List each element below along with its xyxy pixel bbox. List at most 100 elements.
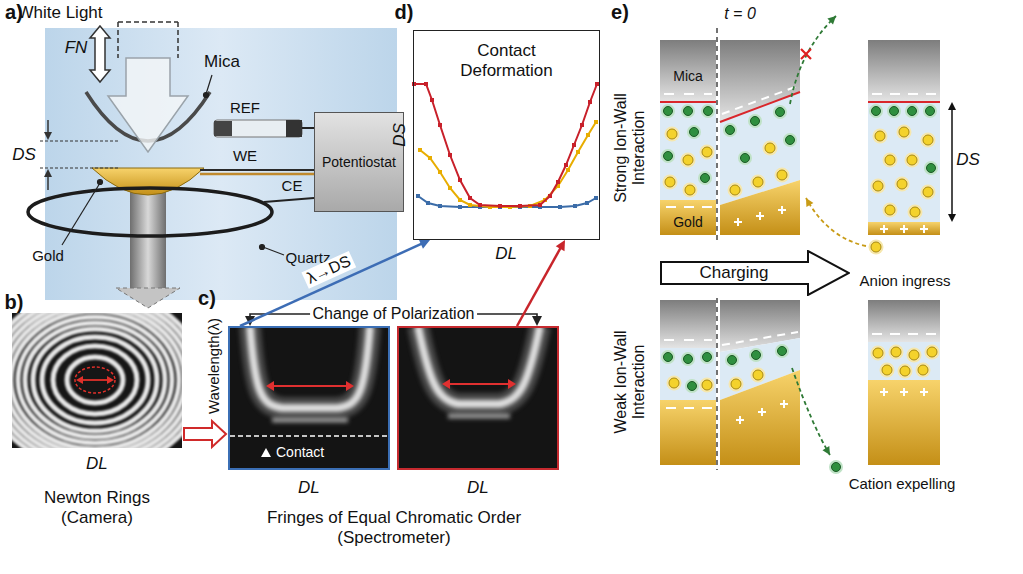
ion-schematic — [720, 370, 800, 465]
leader-line — [98, 180, 103, 185]
ion-schematic — [898, 364, 913, 379]
force-label: FN — [65, 38, 88, 58]
reference-electrode — [214, 120, 314, 137]
ion-schematic — [660, 102, 716, 200]
feco-image — [250, 326, 370, 408]
ion-schematic — [801, 49, 811, 59]
feco-image — [508, 379, 516, 389]
arrow-head — [419, 240, 430, 249]
plot-frame: Contact Deformation — [413, 30, 600, 240]
ion-schematic — [775, 344, 789, 358]
ion-schematic — [889, 345, 904, 360]
feco-image — [397, 326, 559, 470]
ion-schematic — [660, 348, 716, 400]
ion-schematic — [725, 353, 739, 367]
ion-schematic — [868, 101, 940, 103]
ion-schematic — [756, 212, 764, 220]
ion-schematic — [698, 171, 712, 185]
leader-line — [263, 247, 284, 255]
axis-label: DS — [390, 123, 410, 147]
ion-schematic — [734, 218, 742, 226]
panel-letter: c) — [198, 287, 216, 310]
process-label: Anion ingress — [860, 272, 951, 289]
ion-schematic — [790, 16, 836, 104]
force-arrow — [90, 26, 110, 82]
plot-title: Contact Deformation — [447, 41, 567, 80]
ion-schematic — [883, 153, 898, 168]
ion-schematic — [871, 179, 886, 194]
leader-line — [260, 245, 265, 250]
ion-schematic — [701, 104, 715, 118]
feco-image — [273, 385, 347, 387]
axis-label: DL — [298, 478, 320, 498]
arrow-head — [556, 240, 565, 251]
feco-image — [250, 326, 370, 408]
leader-line — [62, 183, 100, 245]
light-beam — [118, 22, 178, 58]
ion-schematic — [806, 198, 866, 246]
part-label: Gold — [32, 247, 64, 264]
panel-letter: b) — [5, 291, 24, 314]
ion-schematic — [681, 153, 696, 168]
deformation-curves — [414, 84, 597, 206]
ion-schematic — [873, 129, 888, 144]
leader-line — [62, 75, 284, 255]
panel-letter: d) — [395, 1, 414, 24]
ion-schematic — [868, 300, 940, 342]
ion-schematic — [868, 102, 940, 222]
leader-line — [204, 93, 209, 98]
working-electrode-wire — [200, 170, 314, 174]
ion-schematic — [900, 388, 908, 396]
process-label: Charging — [660, 263, 808, 283]
newton-rings — [107, 376, 114, 384]
edge-label: Change of Polarization — [310, 305, 478, 323]
newton-rings — [12, 313, 182, 448]
newton-rings — [53, 346, 137, 414]
time-line — [716, 28, 718, 470]
ion-schematic — [900, 225, 908, 233]
ion-schematic — [872, 333, 936, 335]
distance-arrow — [948, 214, 956, 222]
arrow-head — [532, 316, 542, 326]
axis-label: DL — [467, 478, 489, 498]
ion-schematic — [829, 460, 843, 474]
hollow-arrow — [184, 421, 226, 447]
feco-image — [250, 326, 370, 420]
quartz-rod — [130, 188, 166, 288]
electrode-label: WE — [233, 147, 257, 164]
ion-schematic — [868, 222, 940, 235]
ion-schematic — [923, 104, 937, 118]
ion-schematic — [660, 200, 716, 235]
caption: Newton Rings (Camera) — [32, 488, 162, 527]
spectrometer-image: DL — [397, 326, 559, 470]
newton-rings — [76, 376, 83, 384]
ion-schematic — [729, 377, 744, 392]
ion-schematic — [905, 104, 919, 118]
ion-schematic — [869, 104, 883, 118]
ion-schematic — [921, 185, 936, 200]
newton-rings — [12, 313, 182, 448]
ion-schematic — [664, 340, 712, 408]
ion-schematic — [661, 104, 675, 118]
axis-label: DL — [495, 244, 517, 264]
ion-schematic — [758, 408, 766, 416]
feco-image — [418, 326, 540, 404]
ion-schematic — [823, 446, 831, 455]
ion-schematic — [663, 175, 678, 190]
ion-schematic — [681, 352, 695, 366]
ion-schematic — [920, 388, 928, 396]
ion-schematic — [908, 205, 923, 220]
reference-electrode — [214, 120, 302, 137]
distance-arrow — [948, 102, 956, 110]
row-label: Strong Ion-Wall Interaction — [612, 78, 649, 218]
process-label: Cation expelling — [849, 475, 956, 492]
light-beam — [108, 58, 188, 152]
ion-schematic — [736, 416, 744, 424]
feco-image — [272, 418, 348, 423]
panel-letter: e) — [611, 1, 629, 24]
ion-schematic — [916, 363, 931, 378]
feco-image — [346, 381, 354, 391]
charging-arrow: Charging — [660, 250, 850, 296]
electrode-label: CE — [282, 177, 303, 194]
working-electrode-wire — [200, 169, 314, 171]
